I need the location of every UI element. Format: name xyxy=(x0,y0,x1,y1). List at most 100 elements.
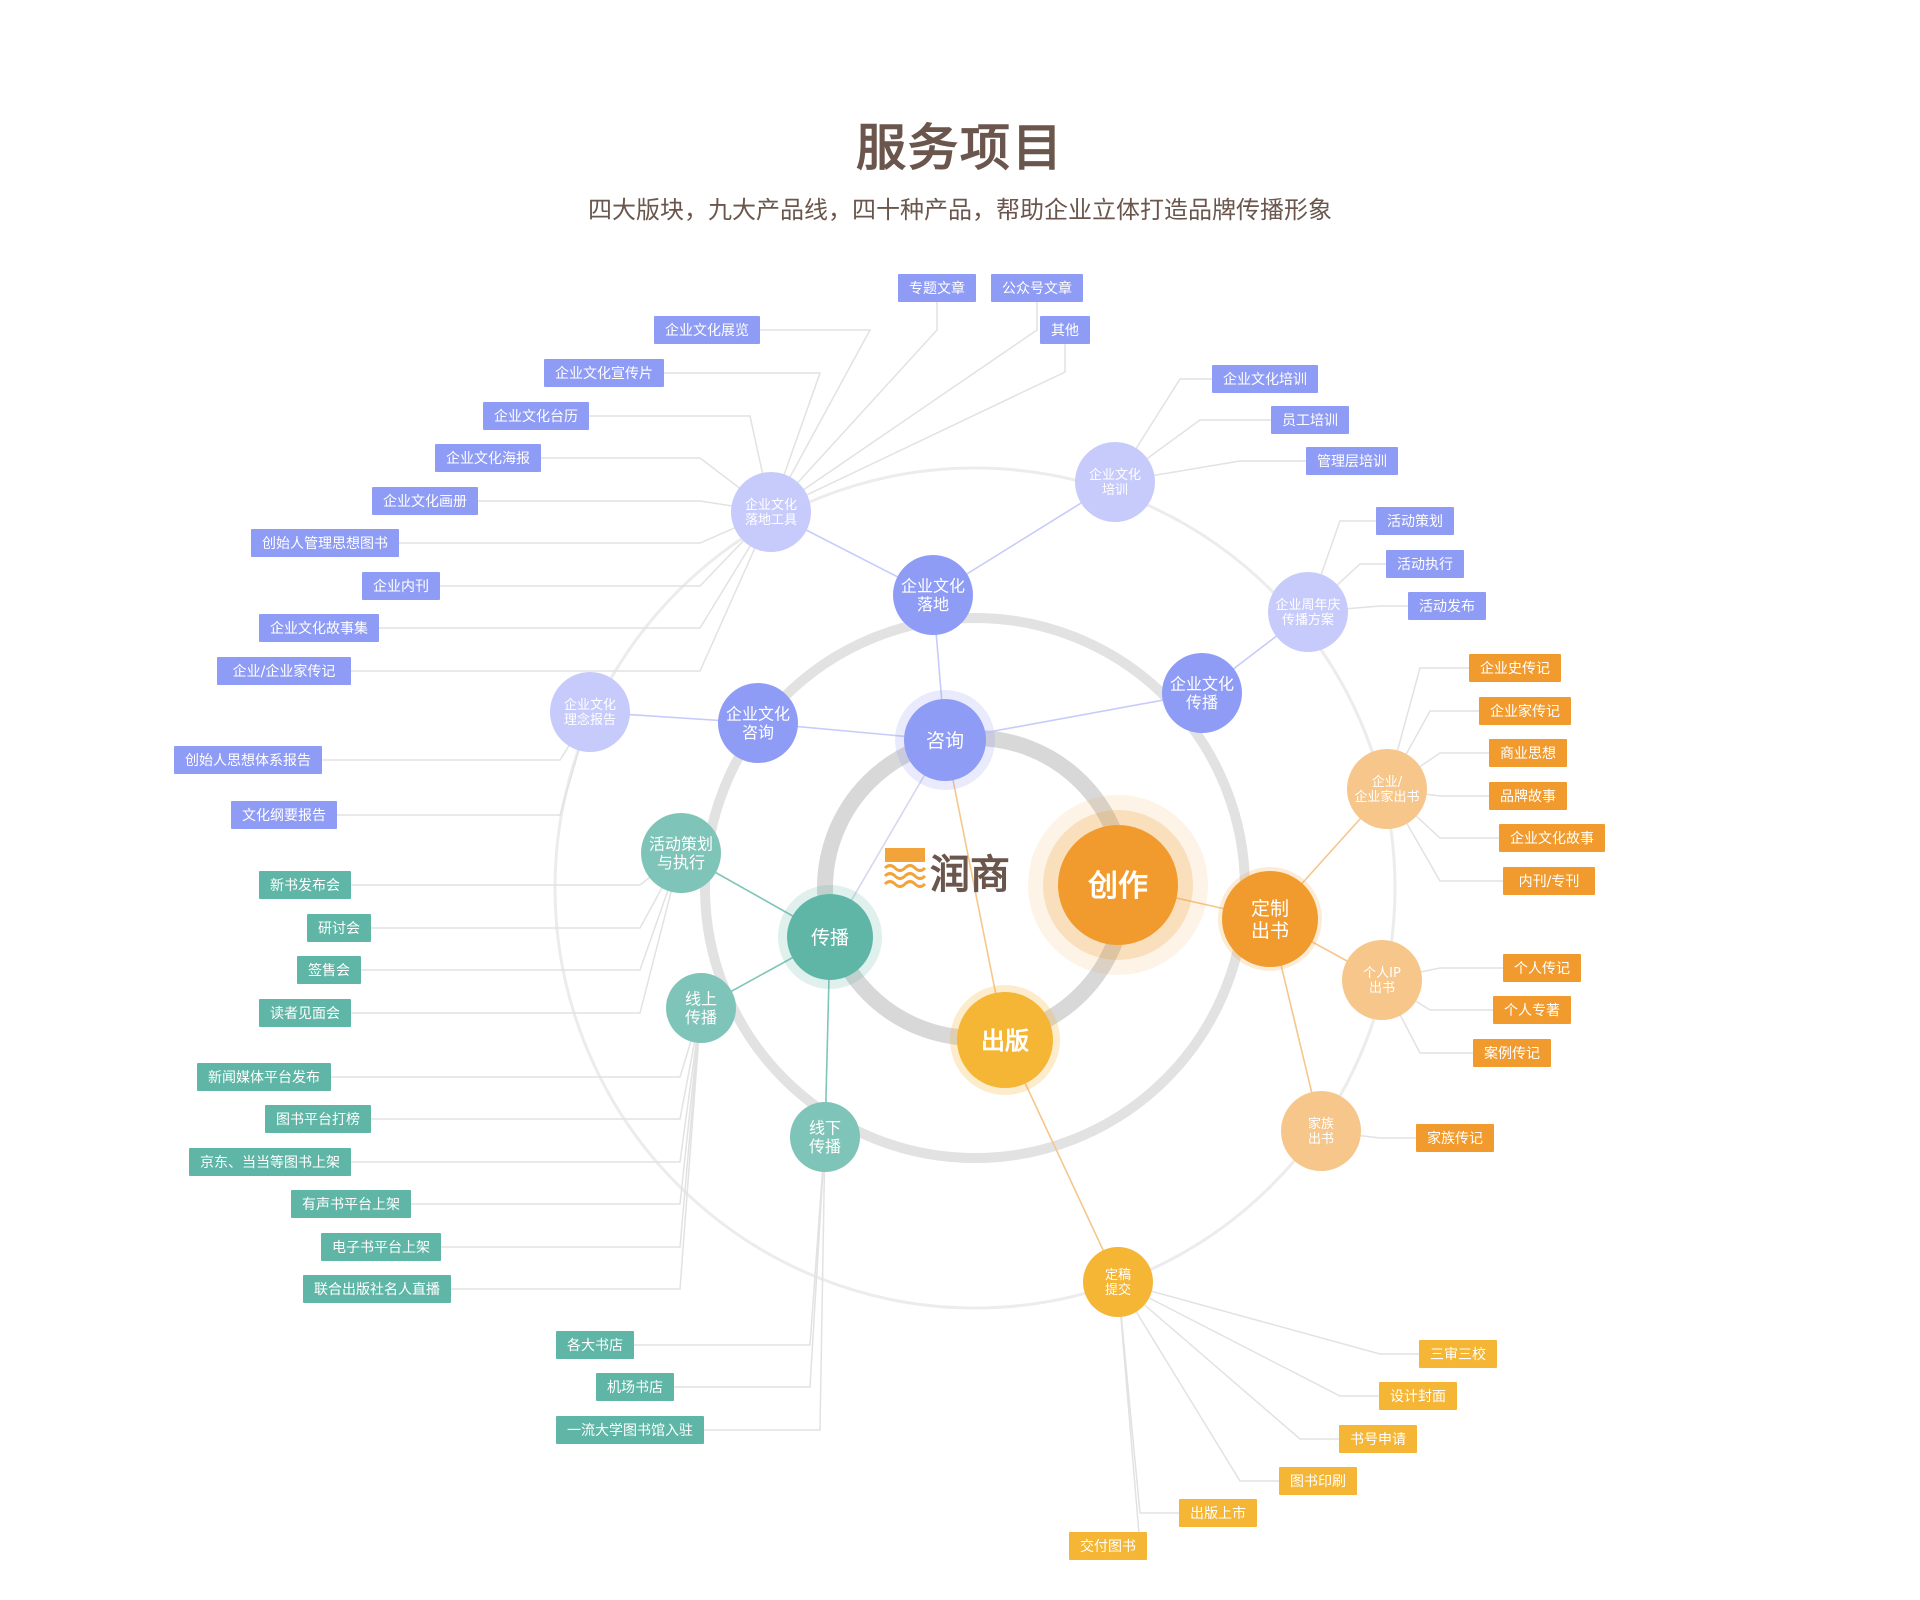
outer-ring xyxy=(553,466,1397,1310)
node-custom-book[interactable]: 定制出书 xyxy=(1218,867,1322,971)
leaf-land-tools-6[interactable]: 企业文化海报 xyxy=(435,444,541,472)
leaf-corp-book-4[interactable]: 企业文化故事 xyxy=(1499,824,1605,852)
leaf-land-tools-8[interactable]: 创始人管理思想图书 xyxy=(251,529,399,557)
leaf-online-line-0 xyxy=(331,1007,702,1078)
leaf-concept-0-text: 创始人思想体系报告 xyxy=(185,753,311,769)
hub-spread[interactable]: 传播 xyxy=(778,885,882,989)
leaf-submit-line-1 xyxy=(1117,1281,1379,1397)
hub-publish-label: 出版 xyxy=(981,1027,1029,1055)
leaf-land-tools-3[interactable]: 企业文化展览 xyxy=(654,316,760,344)
node-culture-spread-label: 企业文化传播 xyxy=(1170,675,1234,712)
leaf-land-tools-0[interactable]: 专题文章 xyxy=(898,274,976,302)
leaf-submit-line-4 xyxy=(1117,1281,1179,1514)
node-culture-consult[interactable]: 企业文化咨询 xyxy=(718,683,798,763)
leaf-anniv-1[interactable]: 活动执行 xyxy=(1386,550,1464,578)
leaf-online-line-4 xyxy=(441,1007,702,1248)
leaf-ip-book-0[interactable]: 个人传记 xyxy=(1503,954,1581,982)
leaf-train-2[interactable]: 管理层培训 xyxy=(1306,447,1398,475)
leaf-concept-1-text: 文化纲要报告 xyxy=(242,808,326,824)
leaf-ip-book-2[interactable]: 案例传记 xyxy=(1473,1039,1551,1067)
hub-consult[interactable]: 咨询 xyxy=(895,690,995,790)
leaf-concept-1[interactable]: 文化纲要报告 xyxy=(231,801,337,829)
leaf-land-tools-line-1 xyxy=(770,302,1038,513)
node-corp-book[interactable]: 企业/企业家出书 xyxy=(1347,749,1427,829)
leaf-submit-5[interactable]: 交付图书 xyxy=(1069,1532,1147,1560)
logo-mark-bar xyxy=(885,848,925,862)
leaf-land-tools-11[interactable]: 企业/企业家传记 xyxy=(217,657,351,685)
leaf-activity-line-3 xyxy=(351,852,682,1014)
leaf-submit-2[interactable]: 书号申请 xyxy=(1339,1425,1417,1453)
leaf-online-1[interactable]: 图书平台打榜 xyxy=(265,1105,371,1133)
leaf-corp-book-2[interactable]: 商业思想 xyxy=(1489,739,1567,767)
node-online[interactable]: 线上传播 xyxy=(666,973,736,1043)
leaf-train-0[interactable]: 企业文化培训 xyxy=(1212,365,1318,393)
node-offline[interactable]: 线下传播 xyxy=(790,1102,860,1172)
leaf-land-tools-1[interactable]: 公众号文章 xyxy=(991,274,1083,302)
leaf-submit-4[interactable]: 出版上市 xyxy=(1179,1499,1257,1527)
hub-create[interactable]: 创作 xyxy=(1028,795,1208,975)
node-land-tools[interactable]: 企业文化落地工具 xyxy=(731,472,811,552)
leaf-land-tools-2[interactable]: 其他 xyxy=(1040,316,1090,344)
node-activity[interactable]: 活动策划与执行 xyxy=(641,813,721,893)
leaf-land-tools-10-text: 企业文化故事集 xyxy=(270,620,368,637)
leaf-land-tools-5[interactable]: 企业文化台历 xyxy=(483,402,589,430)
leaf-offline-line-2 xyxy=(704,1136,826,1431)
leaf-submit-3[interactable]: 图书印刷 xyxy=(1279,1467,1357,1495)
leaf-activity-line-2 xyxy=(361,852,682,971)
leaf-ip-book-1[interactable]: 个人专著 xyxy=(1493,996,1571,1024)
leaf-online-3-text: 有声书平台上架 xyxy=(302,1197,400,1213)
leaf-submit-0[interactable]: 三审三校 xyxy=(1419,1340,1497,1368)
node-culture-land[interactable]: 企业文化落地 xyxy=(893,555,973,635)
leaf-submit-1[interactable]: 设计封面 xyxy=(1379,1382,1457,1410)
leaf-offline-0[interactable]: 各大书店 xyxy=(556,1331,634,1359)
leaf-online-5[interactable]: 联合出版社名人直播 xyxy=(303,1275,451,1303)
leaf-activity-3[interactable]: 读者见面会 xyxy=(259,999,351,1027)
leaf-activity-2[interactable]: 签售会 xyxy=(297,956,361,984)
leaf-land-tools-10[interactable]: 企业文化故事集 xyxy=(259,614,379,642)
leaf-corp-book-3[interactable]: 品牌故事 xyxy=(1489,782,1567,810)
leaf-land-tools-11-text: 企业/企业家传记 xyxy=(233,663,336,680)
leaf-land-tools-line-10 xyxy=(379,511,772,629)
node-train[interactable]: 企业文化培训 xyxy=(1075,442,1155,522)
leaf-concept-line-0 xyxy=(322,711,591,761)
leaf-submit-3-text: 图书印刷 xyxy=(1290,1474,1346,1490)
leaf-train-1-text: 员工培训 xyxy=(1282,413,1338,429)
leaf-activity-1[interactable]: 研讨会 xyxy=(307,914,371,942)
leaf-land-tools-line-2 xyxy=(770,344,1066,513)
node-culture-spread[interactable]: 企业文化传播 xyxy=(1162,653,1242,733)
leaf-land-tools-line-7 xyxy=(478,500,772,513)
leaf-corp-book-1[interactable]: 企业家传记 xyxy=(1479,697,1571,725)
leaf-corp-book-0[interactable]: 企业史传记 xyxy=(1469,654,1561,682)
leaf-corp-book-5[interactable]: 内刊/专刊 xyxy=(1503,867,1595,895)
node-custom-book-label: 定制出书 xyxy=(1251,898,1289,942)
leaf-land-tools-7[interactable]: 企业文化画册 xyxy=(372,487,478,515)
node-submit[interactable]: 定稿提交 xyxy=(1083,1247,1153,1317)
leaf-online-3[interactable]: 有声书平台上架 xyxy=(291,1190,411,1218)
leaf-land-tools-9[interactable]: 企业内刊 xyxy=(362,572,440,600)
leaf-train-line-0 xyxy=(1114,378,1212,483)
leaf-train-1[interactable]: 员工培训 xyxy=(1271,406,1349,434)
leaf-online-0[interactable]: 新闻媒体平台发布 xyxy=(197,1063,331,1091)
leaf-offline-2[interactable]: 一流大学图书馆入驻 xyxy=(556,1416,704,1444)
leaf-offline-1[interactable]: 机场书店 xyxy=(596,1373,674,1401)
node-family-book[interactable]: 家族出书 xyxy=(1281,1091,1361,1171)
node-submit-label: 定稿提交 xyxy=(1105,1267,1131,1298)
leaf-online-2[interactable]: 京东、当当等图书上架 xyxy=(189,1148,351,1176)
leaf-land-tools-4[interactable]: 企业文化宣传片 xyxy=(544,359,664,387)
node-anniv[interactable]: 企业周年庆传播方案 xyxy=(1268,572,1348,652)
leaf-activity-line-1 xyxy=(371,852,682,929)
leaf-activity-0[interactable]: 新书发布会 xyxy=(259,871,351,899)
hub-publish[interactable]: 出版 xyxy=(950,985,1060,1095)
leaf-anniv-2[interactable]: 活动发布 xyxy=(1408,592,1486,620)
leaf-concept-0[interactable]: 创始人思想体系报告 xyxy=(174,746,322,774)
leaf-submit-line-3 xyxy=(1117,1281,1279,1482)
leaf-online-4[interactable]: 电子书平台上架 xyxy=(321,1233,441,1261)
leaf-land-tools-4-text: 企业文化宣传片 xyxy=(555,365,653,382)
node-concept-report[interactable]: 企业文化理念报告 xyxy=(550,672,630,752)
leaf-anniv-0[interactable]: 活动策划 xyxy=(1376,507,1454,535)
node-online-label: 线上传播 xyxy=(685,990,717,1027)
leaf-family-book-0[interactable]: 家族传记 xyxy=(1416,1124,1494,1152)
center-logo: 润商 xyxy=(883,848,1010,898)
